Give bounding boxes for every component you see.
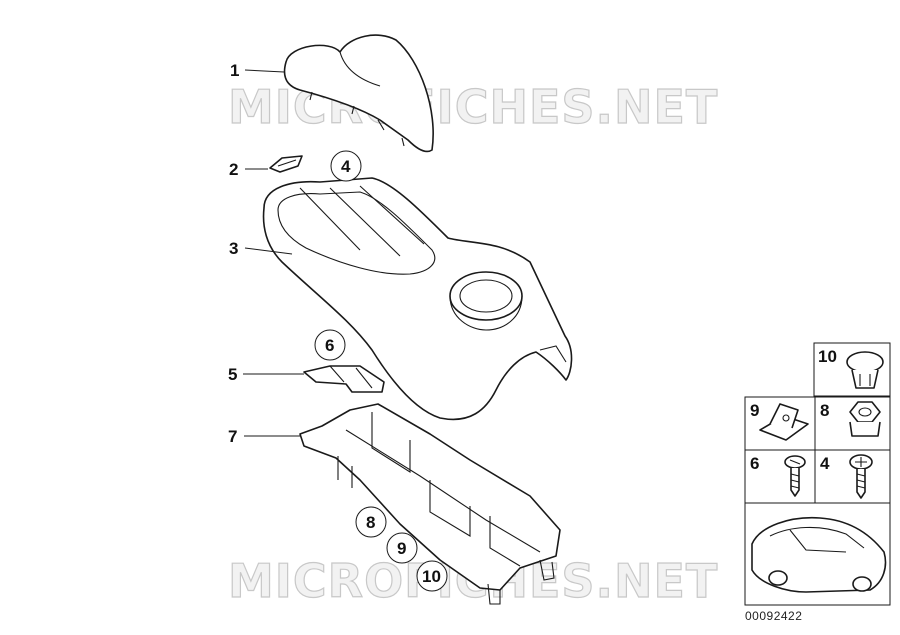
leader-1 (244, 69, 285, 73)
part-carrier-tray (299, 403, 561, 605)
clip-nut-icon (759, 403, 809, 441)
callout-6-circle (314, 329, 346, 361)
catalog-number: 00092422 (745, 609, 802, 623)
callout-9: 9 (397, 539, 406, 558)
legend-label-9: 9 (750, 401, 759, 420)
hex-nut-icon (849, 401, 881, 437)
callout-6: 6 (325, 336, 334, 355)
callout-9-circle (386, 532, 418, 564)
callout-4: 4 (341, 157, 351, 176)
pan-head-screw-icon (784, 455, 806, 497)
fastener-legend: 10 9 8 6 4 (744, 342, 891, 606)
leader-3 (244, 247, 293, 255)
callout-10-circle (416, 560, 448, 592)
legend-label-6: 6 (750, 454, 759, 473)
legend-label-4: 4 (820, 454, 830, 473)
legend-label-8: 8 (820, 401, 829, 420)
part-bracket (303, 365, 385, 393)
car-silhouette-icon (751, 516, 887, 593)
legend-label-10: 10 (818, 347, 837, 366)
part-clip (269, 155, 303, 173)
callout-3: 3 (229, 239, 238, 258)
callout-8-circle (355, 506, 387, 538)
expanding-rivet-icon (846, 351, 884, 389)
callout-2: 2 (229, 160, 238, 179)
cross-head-screw-icon (849, 454, 873, 499)
callout-1: 1 (230, 61, 239, 80)
callout-4-circle (330, 150, 362, 182)
part-armrest-lid (283, 34, 434, 153)
callout-10: 10 (422, 567, 441, 586)
callout-8: 8 (366, 513, 375, 532)
callout-5: 5 (228, 365, 237, 384)
part-center-console (262, 177, 573, 421)
callout-7: 7 (228, 427, 237, 446)
